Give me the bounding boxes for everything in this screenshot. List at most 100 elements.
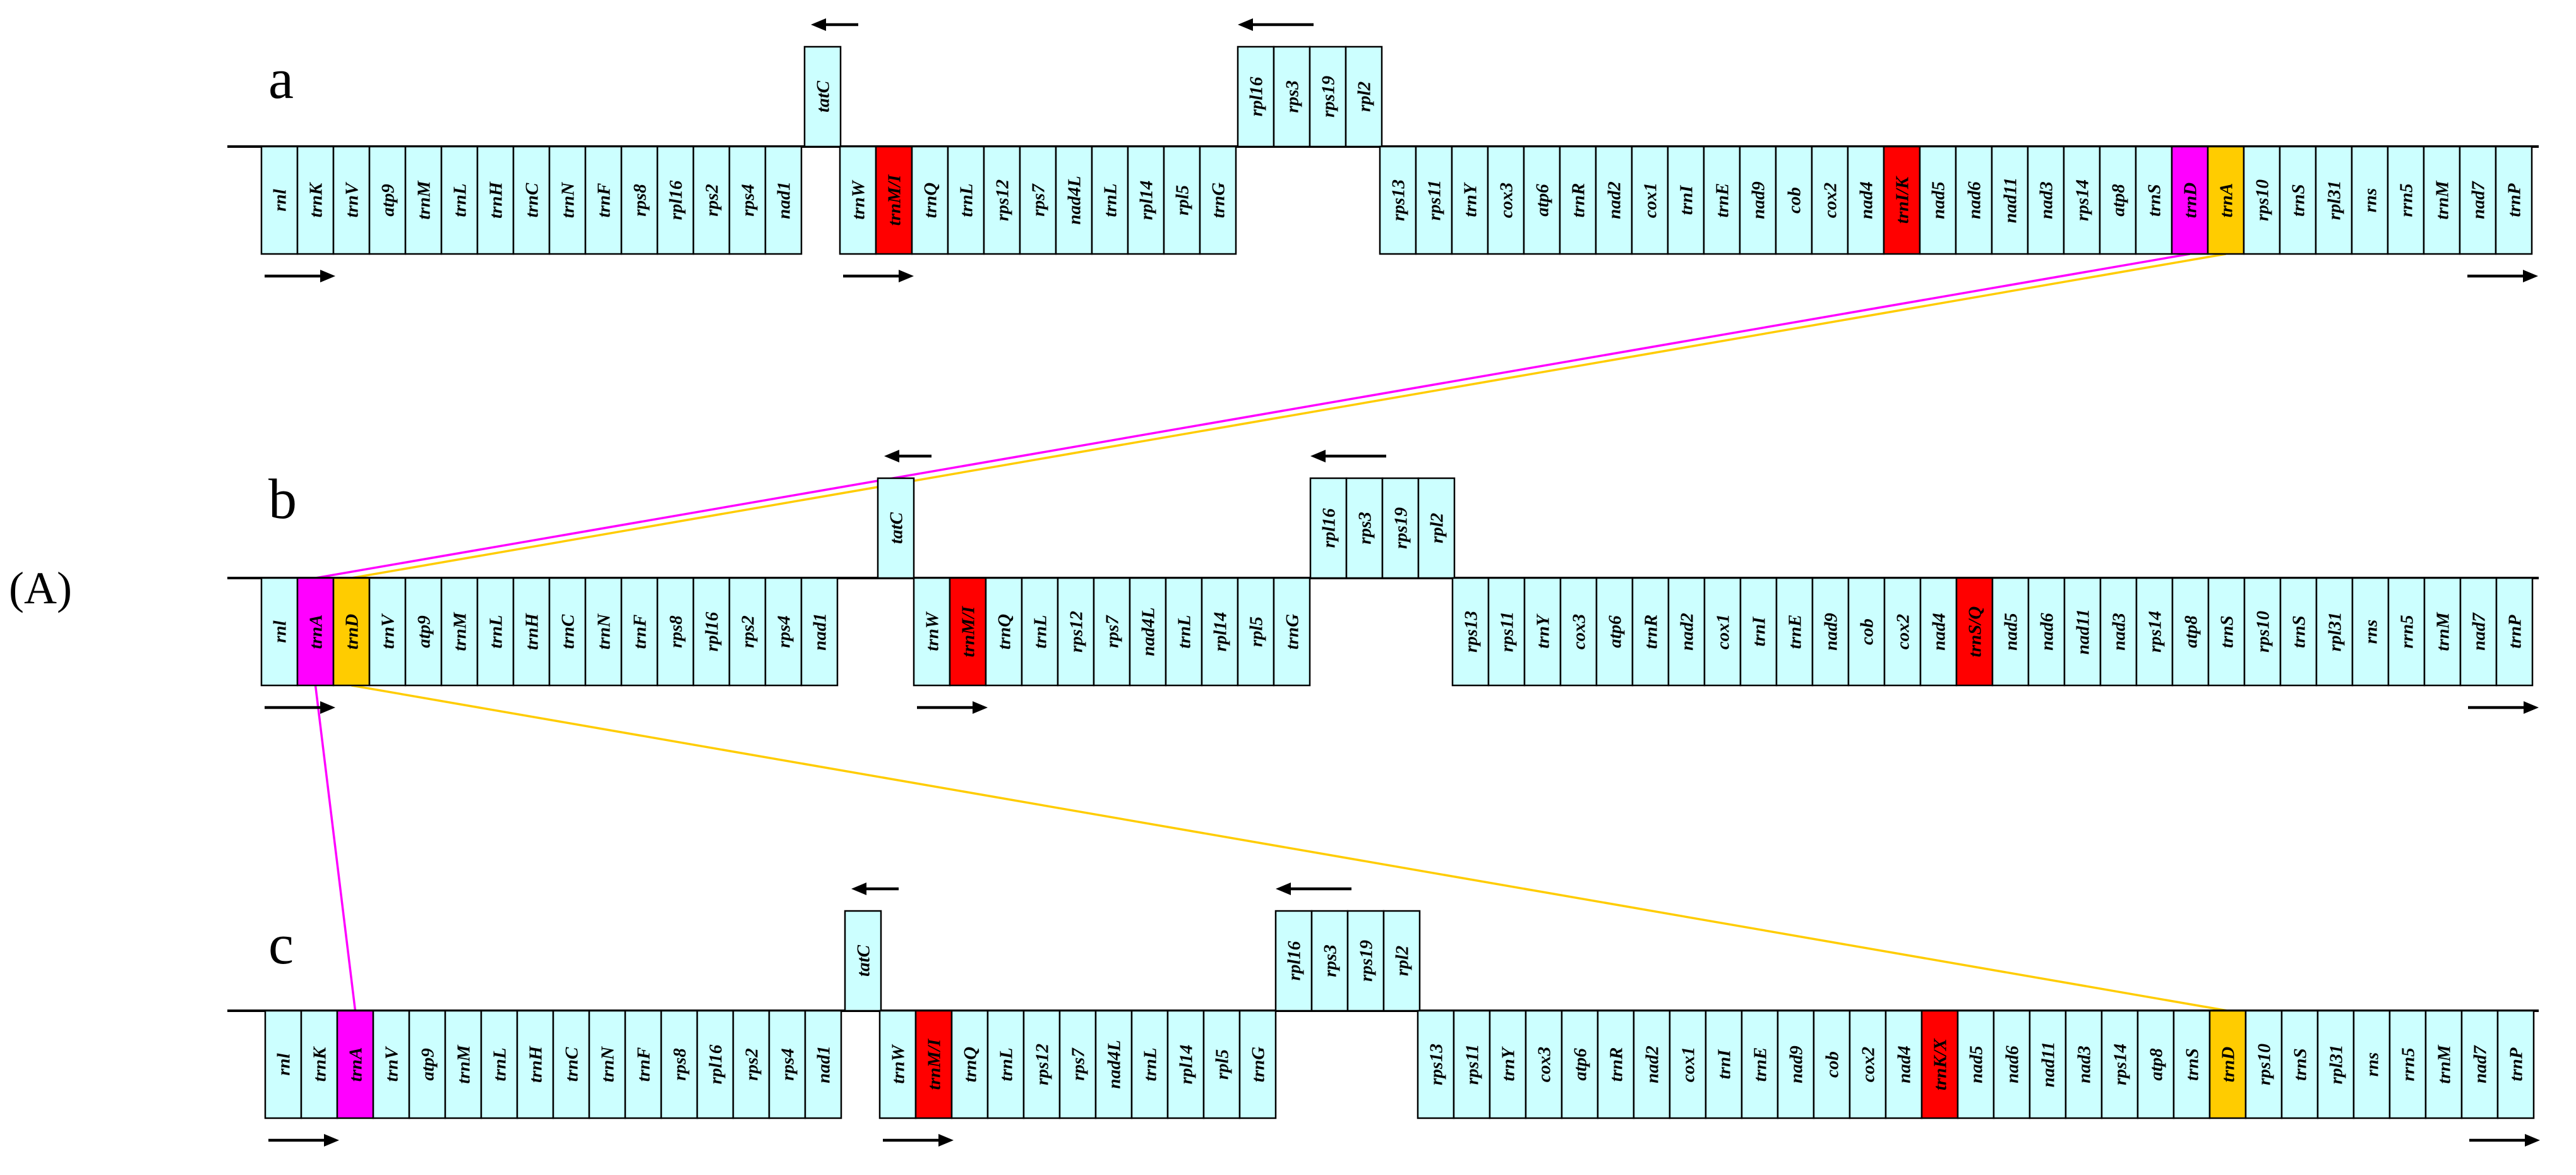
gene-box: [404, 145, 443, 255]
gene-box: [1381, 477, 1420, 579]
gene-label: trnQ: [921, 183, 941, 218]
gene-label: cob: [1857, 618, 1878, 645]
gene-box: [300, 1009, 338, 1119]
gene-label: rps13: [1427, 1044, 1447, 1085]
gene-label: rps7: [1069, 1047, 1089, 1081]
strand-arrow-icon: [811, 18, 858, 31]
gene-box: [839, 145, 877, 255]
gene-box: [2351, 145, 2389, 255]
row-letter: b: [268, 468, 297, 531]
gene-box: [2063, 145, 2101, 255]
gene-box: [1487, 577, 1526, 687]
gene-label: nad1: [774, 181, 794, 219]
gene-box: [1019, 145, 1057, 255]
gene-label: rps13: [1389, 179, 1409, 221]
gene-box: [696, 1009, 734, 1119]
gene-label: trnP: [2505, 183, 2525, 217]
gene-label: trnY: [1533, 613, 1554, 648]
gene-label: cob: [1785, 187, 1805, 214]
gene-label: rpl5: [1213, 1049, 1233, 1080]
gene-label: atp6: [1605, 615, 1626, 648]
gene-label: nad11: [2073, 609, 2094, 655]
gene-box: [1775, 145, 1813, 255]
gene-label: nad6: [2037, 613, 2058, 651]
gene-label: nad3: [2109, 613, 2130, 651]
gene-label: trnR: [1641, 615, 1662, 649]
gene-label: trnG: [1249, 1047, 1269, 1082]
strand-arrow-icon: [884, 450, 932, 462]
gene-label: trnM/I: [885, 174, 905, 226]
gene-label: nad3: [2037, 181, 2057, 219]
gene-box: [2279, 145, 2317, 255]
gene-label: rps4: [738, 184, 758, 217]
gene-box: [2279, 577, 2318, 687]
gene-box: [2028, 1009, 2067, 1119]
strand-arrow-icon: [2467, 270, 2538, 282]
gene-label: nad4: [1895, 1045, 1915, 1083]
panel-label: (A): [9, 563, 72, 613]
gene-label: nad9: [1787, 1045, 1807, 1083]
gene-label: rps3: [1321, 944, 1341, 977]
gene-box: [2387, 145, 2425, 255]
gene-box: [911, 145, 949, 255]
gene-box: [950, 1009, 989, 1119]
gene-box: [2459, 577, 2498, 687]
gene-box: [1955, 577, 1994, 687]
gene-label: rps14: [2111, 1044, 2131, 1085]
gene-box: [2136, 1009, 2175, 1119]
strand-arrow-icon: [883, 1134, 954, 1147]
gene-box: [1704, 1009, 1743, 1119]
gene-box: [2243, 145, 2281, 255]
gene-box: [914, 1009, 953, 1119]
gene-label: rps14: [2145, 611, 2166, 653]
gene-label: rps11: [1425, 180, 1445, 220]
gene-box: [2351, 577, 2390, 687]
gene-box: [1919, 145, 1957, 255]
gene-label: rps13: [1461, 611, 1482, 653]
gene-box: [1597, 1009, 1635, 1119]
gene-label: trnI: [1715, 1049, 1735, 1079]
gene-label: rrn5: [2399, 1047, 2419, 1081]
gene-label: trnV: [342, 181, 362, 217]
gene-box: [949, 577, 987, 687]
gene-box: [1094, 1009, 1133, 1119]
gene-label: rps12: [1033, 1044, 1053, 1085]
gene-label: rpl14: [1211, 612, 1231, 652]
gene-box: [1776, 1009, 1815, 1119]
gene-box: [800, 577, 839, 687]
gene-label: trnH: [526, 1045, 546, 1083]
gene-label: nad1: [810, 613, 830, 651]
gene-label: rps12: [993, 179, 1013, 221]
gene-label: trnP: [2505, 615, 2525, 648]
gene-label: nad3: [2075, 1045, 2095, 1083]
gene-label: trnM: [2435, 1044, 2455, 1083]
gene-label: cox2: [1893, 614, 1914, 649]
gene-box: [803, 45, 842, 148]
gene-box: [444, 1009, 482, 1119]
gene-label: trnM: [414, 180, 434, 219]
gene-box: [476, 577, 515, 687]
gene-label: nad7: [2471, 1045, 2491, 1083]
gene-label: atp9: [378, 184, 398, 217]
gene-box: [1991, 577, 2030, 687]
gene-box: [1055, 145, 1093, 255]
gene-box: [2315, 577, 2354, 687]
gene-label: trnS/Q: [1965, 606, 1986, 658]
gene-label: nad4: [1857, 181, 1877, 219]
gene-box: [2495, 577, 2534, 687]
gene-label: rrn5: [2397, 615, 2417, 648]
gene-box: [512, 577, 551, 687]
gene-box: [1058, 1009, 1097, 1119]
gene-box: [660, 1009, 698, 1119]
gene-box: [2460, 1009, 2499, 1119]
rearrangement-link-magenta: [315, 253, 2190, 579]
gene-label: cox3: [1535, 1047, 1555, 1082]
gene-box: [1451, 577, 1490, 687]
gene-box: [1561, 1009, 1599, 1119]
gene-label: nad7: [2469, 612, 2489, 651]
gene-label: rps19: [1357, 940, 1377, 982]
gene-label: trnL: [450, 183, 470, 217]
